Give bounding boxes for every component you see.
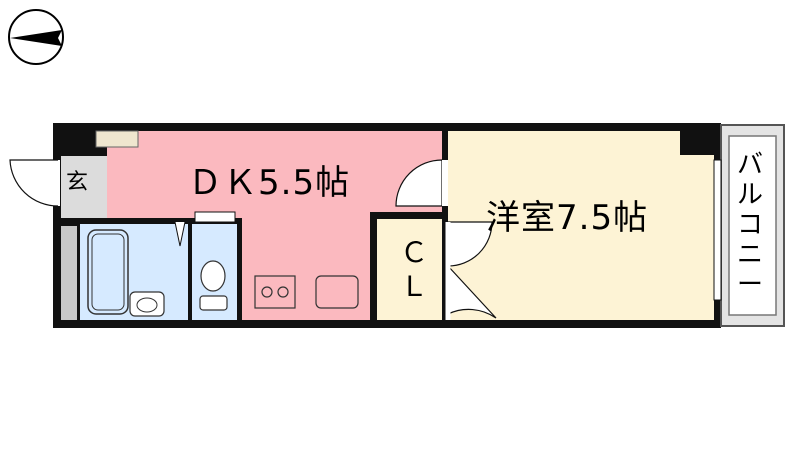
kitchen-sink-icon: [315, 275, 359, 309]
entrance-label: 玄: [66, 170, 89, 195]
balcony-label-char: バ: [736, 150, 763, 180]
stove-icon: [254, 275, 296, 309]
closet-label: Ｃ Ｌ: [399, 236, 428, 303]
bedroom-room-label: 洋室7.5帖: [486, 198, 649, 238]
balcony-label-char: ー: [736, 270, 763, 300]
balcony-label-char: ニ: [736, 240, 763, 270]
balcony-label-char: ル: [736, 180, 763, 210]
dk-floor: [107, 131, 442, 218]
dk-room-label: ＤＫ5.5帖: [188, 163, 351, 203]
entrance-floor: [61, 156, 107, 218]
door-swing-icon: [395, 159, 443, 207]
balcony-label: バ ル コ ニ ー: [734, 150, 766, 300]
toilet-icon: [199, 260, 228, 311]
window-icon: [713, 159, 722, 301]
door-swing-icon: [447, 221, 493, 267]
window-icon: [95, 130, 139, 148]
door-swing-icon: [5, 159, 60, 207]
closet-floor: [377, 218, 442, 320]
sink-icon: [129, 291, 165, 317]
bathtub-icon: [87, 229, 129, 315]
balcony-label-char: コ: [736, 210, 763, 240]
compass-icon: [8, 9, 64, 65]
